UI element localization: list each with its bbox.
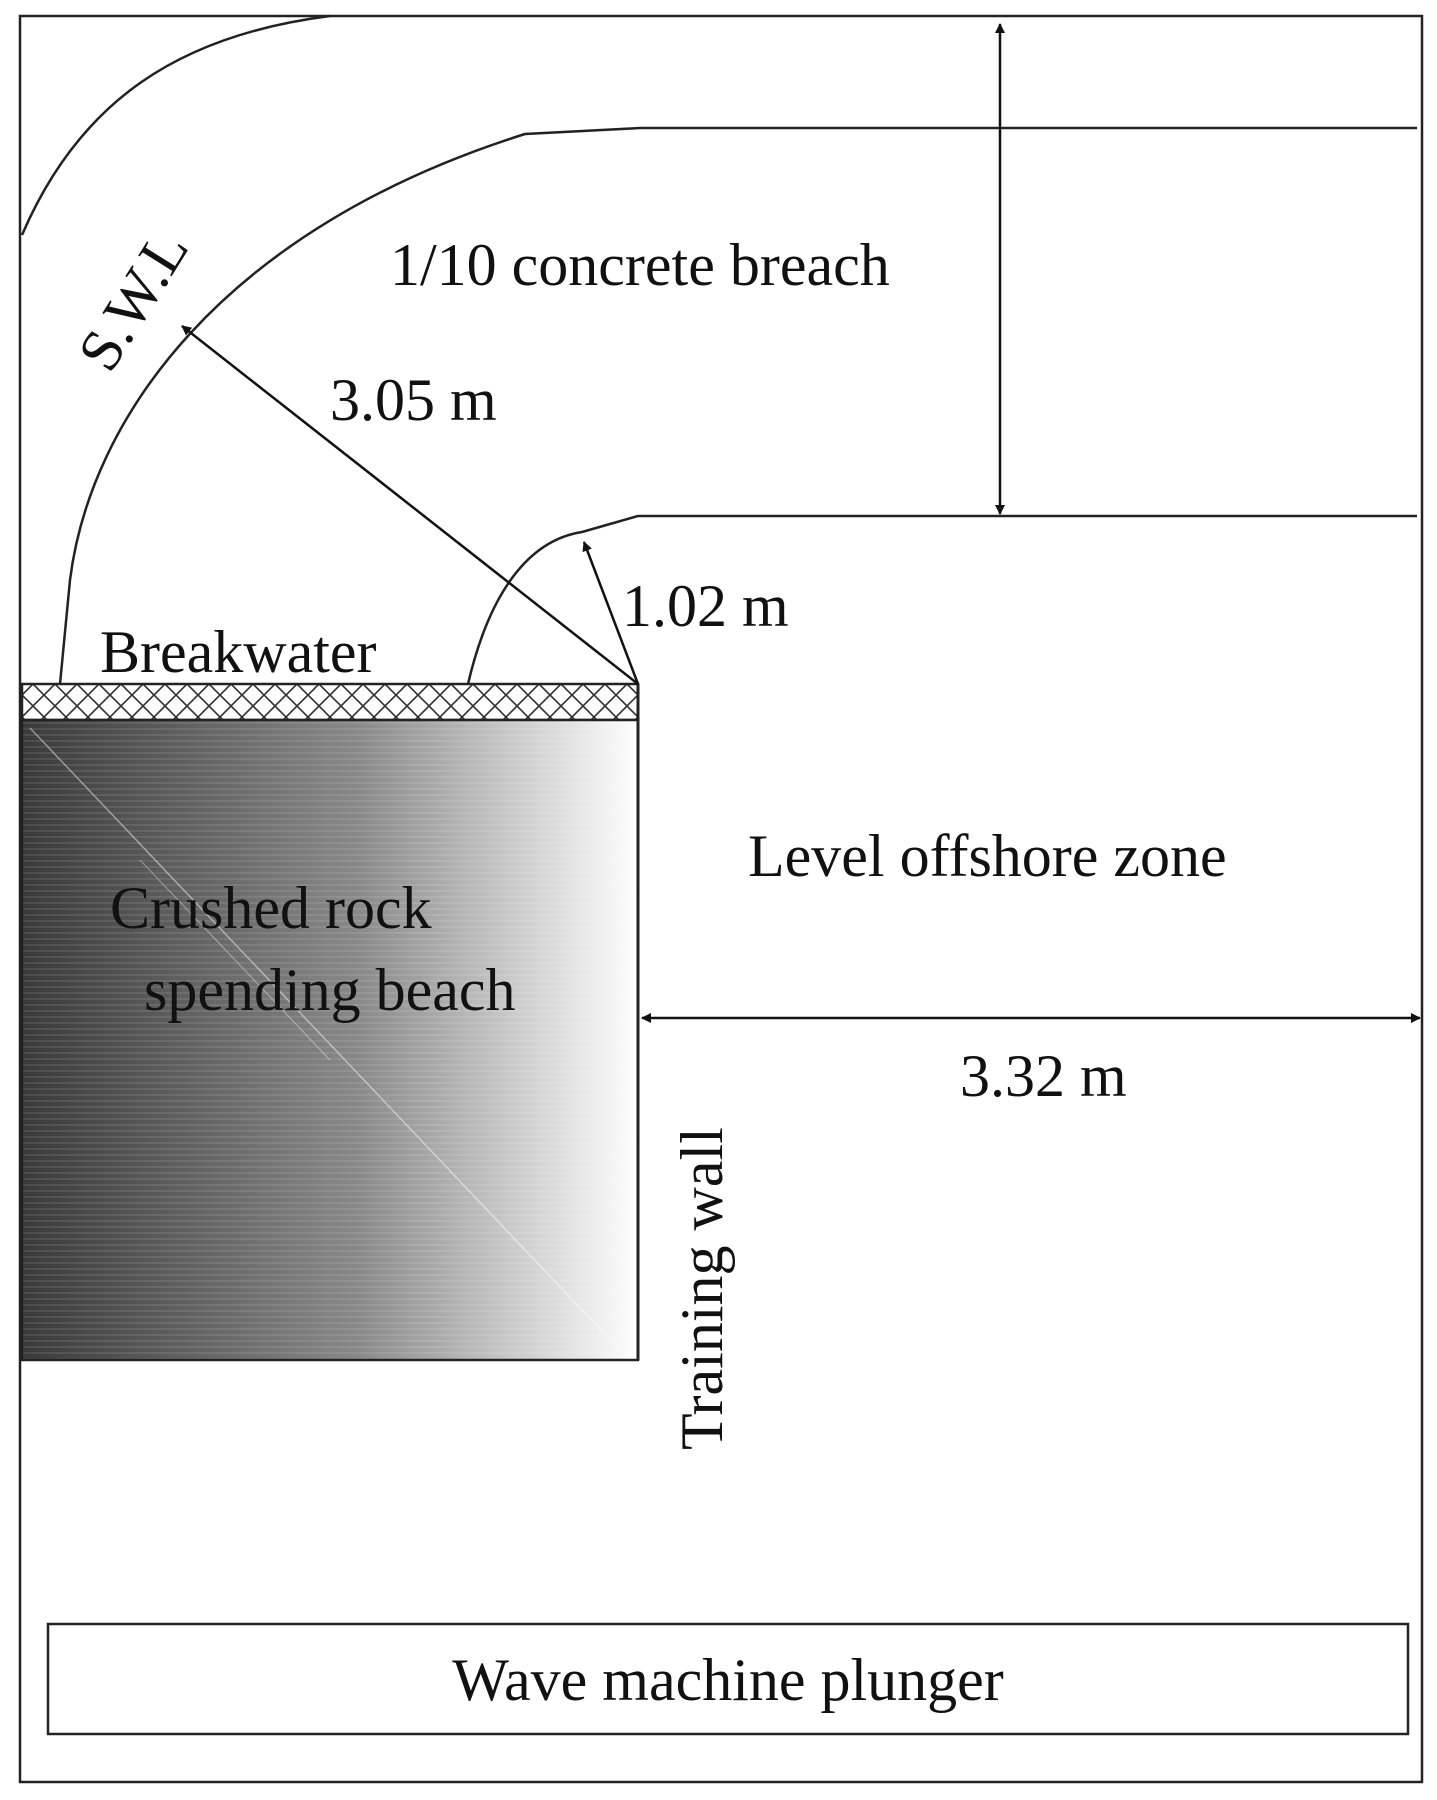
rock-diagonal-1 xyxy=(29,727,621,1351)
outer-curved-wall xyxy=(20,14,331,236)
swl-contour xyxy=(58,126,1417,685)
rock-diagonal-2 xyxy=(139,859,331,1061)
crushed-rock-label-1: Crushed rock xyxy=(110,875,432,941)
crushed-rock-texture xyxy=(20,718,640,1362)
crushed-rock-label-2: spending beach xyxy=(144,957,516,1023)
wave-machine-box xyxy=(46,1622,1410,1736)
level-offshore-label: Level offshore zone xyxy=(748,823,1227,889)
radius-inner-label: 1.02 m xyxy=(622,573,789,639)
radius-arrow-inner xyxy=(582,541,640,685)
width-dim-label: 3.32 m xyxy=(960,1043,1127,1109)
breakwater-label: Breakwater xyxy=(100,619,377,685)
radius-arrow-outer xyxy=(181,325,639,685)
swl-label: S.W.L xyxy=(65,219,201,382)
basin-outline xyxy=(18,14,1424,1784)
breakwater-strip xyxy=(20,682,640,722)
beach-toe-contour xyxy=(466,514,1417,685)
concrete-beach-label: 1/10 concrete breach xyxy=(390,232,890,298)
wave-machine-label: Wave machine plunger xyxy=(452,1647,1004,1713)
radius-outer-label: 3.05 m xyxy=(330,367,497,433)
training-wall-label: Training wall xyxy=(669,1127,735,1450)
